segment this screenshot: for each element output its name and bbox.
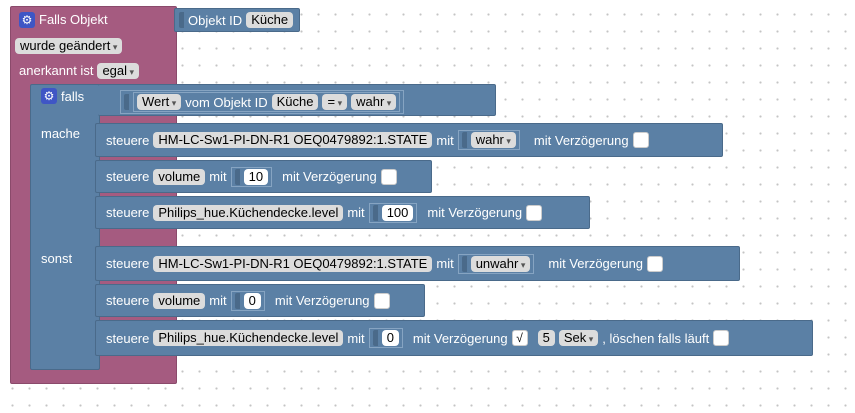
from-object-label: vom Objekt ID bbox=[185, 94, 268, 110]
connector-tab bbox=[461, 255, 467, 272]
connector-tab bbox=[372, 204, 378, 221]
delay-checkbox[interactable] bbox=[526, 204, 543, 221]
delay-label: mit Verzögerung bbox=[274, 293, 370, 308]
delay-label: mit Verzögerung bbox=[412, 330, 508, 346]
action-block[interactable]: steuere HM-LC-Sw1-PI-DN-R1 OEQ0479892:1.… bbox=[95, 246, 740, 281]
clear-if-running-label: , löschen falls läuft bbox=[602, 330, 710, 346]
falls-label: falls bbox=[61, 88, 85, 104]
target-object-field[interactable]: Philips_hue.Küchendecke.level bbox=[153, 204, 344, 221]
event-header: ⚙ Falls Objekt bbox=[19, 10, 108, 30]
ack-row: anerkannt ist egal bbox=[19, 61, 140, 81]
mit-label: mit bbox=[347, 205, 365, 220]
delay-label: mit Verzögerung bbox=[282, 169, 377, 184]
if-else-block[interactable]: ⚙ falls mache sonst bbox=[30, 84, 100, 370]
target-object-field[interactable]: Philips_hue.Küchendecke.level bbox=[153, 330, 344, 346]
delay-label: mit Verzögerung bbox=[548, 256, 644, 271]
connector-tab bbox=[372, 330, 378, 346]
target-object-field[interactable]: volume bbox=[153, 168, 206, 185]
mit-label: mit bbox=[209, 169, 227, 184]
operator-dropdown[interactable]: = bbox=[322, 94, 348, 110]
target-object-field[interactable]: HM-LC-Sw1-PI-DN-R1 OEQ0479892:1.STATE bbox=[153, 132, 433, 148]
connector-tab bbox=[124, 94, 129, 110]
steuere-label: steuere bbox=[106, 169, 150, 184]
value-socket[interactable]: wahr bbox=[457, 130, 520, 150]
delay-checkbox[interactable] bbox=[373, 292, 390, 309]
object-id-value[interactable]: Küche bbox=[246, 12, 294, 28]
delay-unit-dropdown[interactable]: Sek bbox=[558, 330, 599, 346]
sonst-label: sonst bbox=[41, 251, 73, 266]
event-title: Falls Objekt bbox=[39, 12, 108, 27]
steuere-label: steuere bbox=[106, 330, 150, 346]
target-object-field[interactable]: HM-LC-Sw1-PI-DN-R1 OEQ0479892:1.STATE bbox=[153, 255, 433, 272]
change-type-dropdown[interactable]: wurde geändert bbox=[15, 38, 123, 54]
gear-icon[interactable]: ⚙ bbox=[41, 88, 57, 104]
steuere-label: steuere bbox=[106, 132, 150, 148]
mit-label: mit bbox=[347, 330, 365, 346]
ack-label: anerkannt ist bbox=[19, 63, 94, 78]
action-block[interactable]: steuere Philips_hue.Küchendecke.level mi… bbox=[95, 196, 590, 229]
delay-label: mit Verzögerung bbox=[533, 132, 629, 148]
object-id-label: Objekt ID bbox=[188, 12, 243, 28]
connector-tab bbox=[234, 168, 240, 185]
mache-label: mache bbox=[41, 126, 81, 141]
connector-tab bbox=[234, 292, 240, 309]
compare-value-dropdown[interactable]: wahr bbox=[351, 94, 397, 110]
condition-object-value[interactable]: Küche bbox=[271, 94, 319, 110]
action-block[interactable]: steuere volume mit 0 mit Verzögerung bbox=[95, 284, 425, 317]
mit-label: mit bbox=[209, 293, 227, 308]
delay-checkbox-checked[interactable]: √ bbox=[511, 330, 528, 346]
delay-label: mit Verzögerung bbox=[427, 205, 523, 220]
compare-block[interactable]: Wert vom Objekt ID Küche = wahr bbox=[133, 92, 401, 112]
value-socket[interactable]: 100 bbox=[368, 202, 418, 223]
connector-tab bbox=[179, 12, 184, 28]
value-field-dropdown[interactable]: Wert bbox=[137, 94, 182, 110]
gear-icon[interactable]: ⚙ bbox=[19, 12, 35, 28]
bool-value-dropdown[interactable]: unwahr bbox=[470, 255, 531, 272]
delay-checkbox[interactable] bbox=[380, 168, 397, 185]
action-block[interactable]: steuere HM-LC-Sw1-PI-DN-R1 OEQ0479892:1.… bbox=[95, 123, 723, 157]
condition-block[interactable]: Wert vom Objekt ID Küche = wahr bbox=[120, 90, 405, 114]
steuere-label: steuere bbox=[106, 256, 150, 271]
target-object-field[interactable]: volume bbox=[153, 292, 206, 309]
connector-tab bbox=[461, 132, 467, 148]
value-socket[interactable]: unwahr bbox=[457, 253, 535, 274]
number-value-field[interactable]: 10 bbox=[243, 168, 269, 185]
delay-checkbox[interactable] bbox=[647, 255, 664, 272]
value-socket[interactable]: 0 bbox=[230, 290, 265, 311]
clear-if-running-checkbox[interactable] bbox=[713, 330, 730, 346]
mit-label: mit bbox=[436, 132, 454, 148]
delay-checkbox[interactable] bbox=[632, 132, 649, 148]
object-id-block[interactable]: Objekt ID Küche bbox=[174, 8, 301, 32]
mit-label: mit bbox=[436, 256, 454, 271]
number-value-field[interactable]: 0 bbox=[381, 330, 399, 346]
action-block[interactable]: steuere volume mit 10 mit Verzögerung bbox=[95, 160, 432, 193]
falls-row: ⚙ falls bbox=[41, 88, 84, 104]
value-socket[interactable]: 10 bbox=[230, 166, 273, 187]
steuere-label: steuere bbox=[106, 293, 150, 308]
ack-dropdown[interactable]: egal bbox=[97, 63, 140, 79]
number-value-field[interactable]: 100 bbox=[381, 204, 414, 221]
steuere-label: steuere bbox=[106, 205, 150, 220]
bool-value-dropdown[interactable]: wahr bbox=[470, 132, 516, 148]
number-value-field[interactable]: 0 bbox=[243, 292, 261, 309]
delay-amount-field[interactable]: 5 bbox=[537, 330, 555, 346]
action-block[interactable]: steuere Philips_hue.Küchendecke.level mi… bbox=[95, 320, 813, 356]
value-socket[interactable]: 0 bbox=[368, 328, 403, 348]
